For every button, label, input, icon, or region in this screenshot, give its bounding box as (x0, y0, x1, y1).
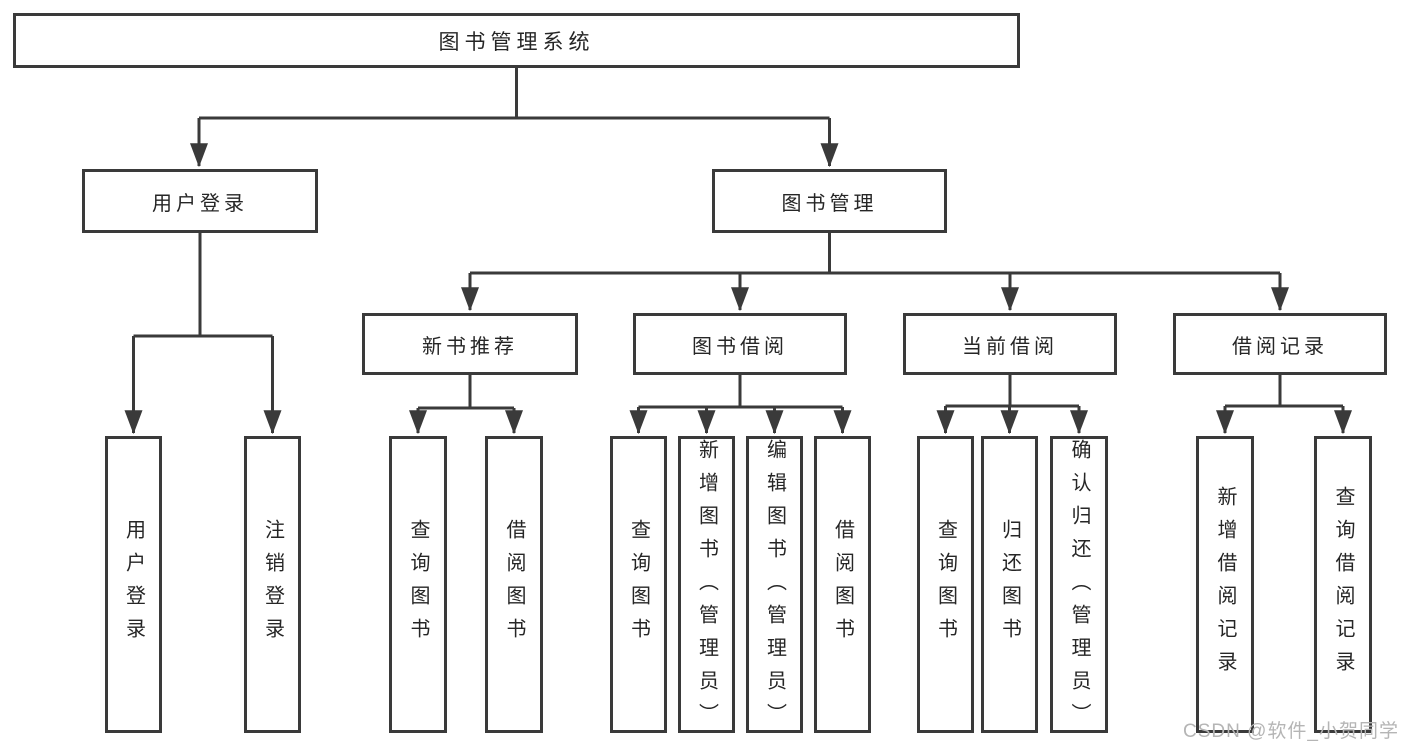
leaf-return-books-label: 归还图书 (998, 518, 1021, 651)
csdn-watermark: CSDN @软件_小贺同学 (1183, 721, 1399, 742)
node-current-borrowing-label: 当前借阅 (962, 335, 1058, 358)
leaf-query-borrow-record: 查询借阅记录 (1314, 436, 1372, 733)
node-book-borrowing-label: 图书借阅 (692, 335, 788, 358)
leaf-query-books-borrowing: 查询图书 (610, 436, 667, 733)
leaf-query-books-current: 查询图书 (917, 436, 974, 733)
leaf-query-books-borrowing-label: 查询图书 (627, 518, 650, 651)
leaf-borrow-books-recommend-label: 借阅图书 (503, 518, 525, 651)
leaf-logout-label: 注销登录 (261, 518, 284, 651)
node-book-management: 图书管理 (712, 169, 947, 233)
node-root: 图书管理系统 (13, 13, 1020, 68)
node-new-book-recommendation-label: 新书推荐 (422, 335, 518, 358)
leaf-confirm-return-admin: 确认归还（管理员） (1050, 436, 1108, 736)
node-new-book-recommendation: 新书推荐 (362, 313, 578, 375)
leaf-confirm-return-admin-label: 确认归还（管理员） (1068, 439, 1090, 736)
node-book-management-label: 图书管理 (781, 192, 878, 215)
leaf-user-login: 用户登录 (105, 436, 162, 733)
leaf-query-borrow-record-label: 查询借阅记录 (1332, 485, 1354, 684)
leaf-logout: 注销登录 (244, 436, 301, 733)
node-root-label: 图书管理系统 (438, 30, 595, 54)
leaf-add-books-admin-label: 新增图书（管理员） (695, 439, 718, 736)
leaf-borrow-books: 借阅图书 (814, 436, 871, 733)
leaf-add-borrow-record: 新增借阅记录 (1196, 436, 1254, 733)
node-user-login: 用户登录 (82, 169, 318, 233)
node-current-borrowing: 当前借阅 (903, 313, 1117, 375)
leaf-user-login-label: 用户登录 (122, 518, 145, 651)
node-user-login-label: 用户登录 (152, 192, 248, 215)
node-borrowing-records-label: 借阅记录 (1232, 335, 1328, 358)
leaf-add-borrow-record-label: 新增借阅记录 (1214, 485, 1236, 684)
leaf-add-books-admin: 新增图书（管理员） (678, 436, 735, 736)
leaf-edit-books-admin: 编辑图书（管理员） (746, 436, 803, 736)
leaf-query-books-recommend: 查询图书 (389, 436, 447, 733)
node-book-borrowing: 图书借阅 (633, 313, 847, 375)
leaf-edit-books-admin-label: 编辑图书（管理员） (763, 439, 786, 736)
leaf-borrow-books-label: 借阅图书 (831, 518, 854, 651)
leaf-borrow-books-recommend: 借阅图书 (485, 436, 543, 733)
node-borrowing-records: 借阅记录 (1173, 313, 1387, 375)
leaf-query-books-recommend-label: 查询图书 (407, 518, 429, 651)
leaf-query-books-current-label: 查询图书 (934, 518, 957, 651)
leaf-return-books: 归还图书 (981, 436, 1038, 733)
